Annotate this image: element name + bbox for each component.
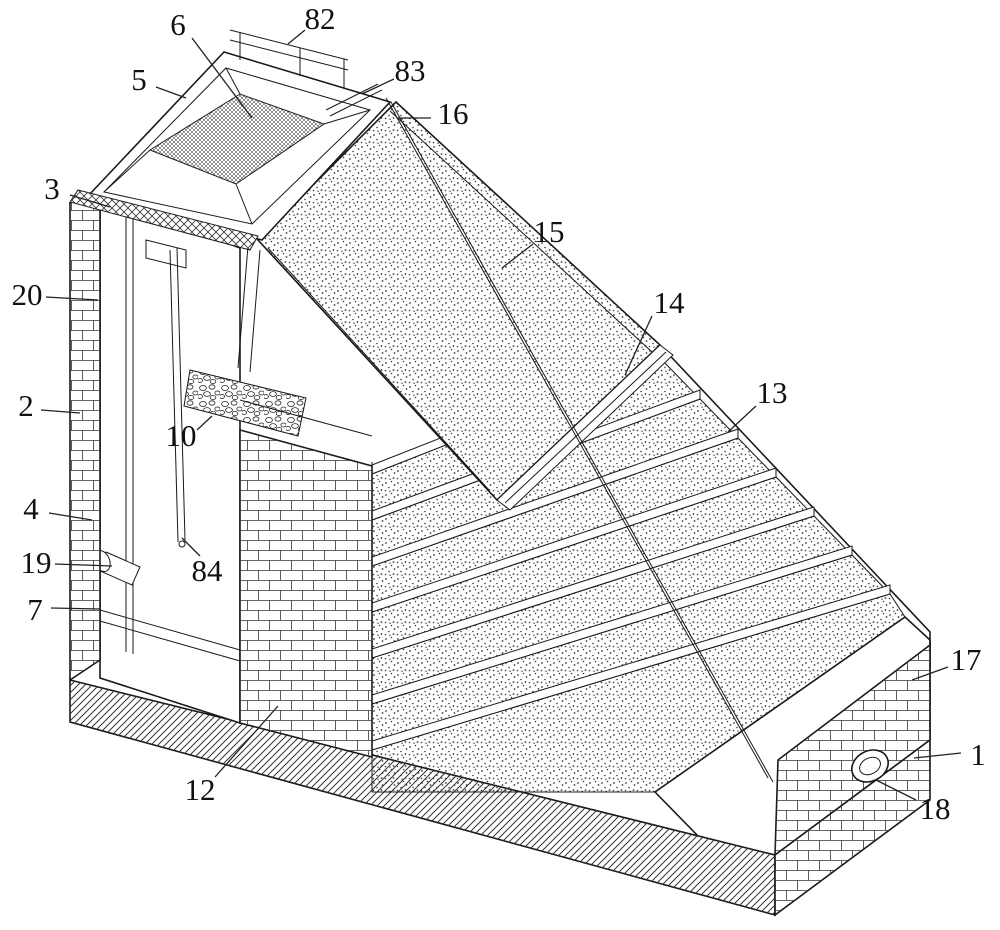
- leader-line-84: [181, 537, 201, 557]
- ref-label-7: 7: [27, 592, 43, 627]
- leader-line-83: [361, 78, 395, 95]
- leader-line-19: [54, 563, 113, 567]
- ref-label-84: 84: [192, 553, 224, 588]
- ref-label-82: 82: [305, 1, 336, 36]
- ref-label-2: 2: [18, 388, 34, 423]
- ref-label-12: 12: [185, 772, 216, 807]
- chamber-floor: [99, 609, 241, 662]
- reference-labels: 6 82 83 16 5 3 15 14 13 20 2 10 4 19 84 7 17 1 12 18: [12, 1, 986, 826]
- leader-line-12: [214, 705, 279, 778]
- wall-coping: [69, 189, 259, 251]
- base-slab: [69, 678, 931, 917]
- leader-line-14: [624, 315, 653, 376]
- ref-label-3: 3: [44, 171, 60, 206]
- left-wall: [69, 188, 101, 682]
- leader-line-1: [913, 752, 962, 759]
- outlet-pipe: [851, 749, 889, 783]
- ref-label-19: 19: [21, 545, 52, 580]
- leader-line-18: [875, 779, 917, 801]
- leader-line-5: [155, 86, 187, 99]
- leader-line-2: [40, 409, 81, 414]
- drain-gutter: [496, 344, 674, 511]
- ref-label-10: 10: [166, 418, 197, 453]
- hopper-handrail: [229, 29, 349, 88]
- guide-rod: [385, 97, 774, 783]
- main-slope: [256, 100, 662, 502]
- leader-line-7: [50, 607, 101, 610]
- ref-label-15: 15: [534, 214, 565, 249]
- inner-chamber: [93, 193, 261, 725]
- leader-line-82: [287, 29, 306, 45]
- ref-label-4: 4: [23, 491, 39, 526]
- ref-label-5: 5: [131, 62, 147, 97]
- baffle-plate: [145, 239, 187, 548]
- back-wall-edge: [659, 344, 931, 645]
- slope-side-lip: [267, 110, 653, 491]
- ref-label-16: 16: [438, 96, 469, 131]
- step-front-line: [239, 399, 373, 437]
- ref-label-83: 83: [395, 53, 426, 88]
- gravel-layer: [183, 369, 307, 437]
- front-brick-wall: [239, 399, 373, 759]
- leader-line-13: [727, 405, 757, 433]
- ref-label-18: 18: [920, 791, 951, 826]
- ref-label-14: 14: [654, 285, 686, 320]
- leader-line-4: [48, 512, 93, 521]
- support-rod: [325, 83, 383, 117]
- leader-line-6: [191, 37, 253, 119]
- leader-line-15: [501, 243, 534, 269]
- leader-line-20: [45, 296, 99, 301]
- ref-label-1: 1: [970, 737, 986, 772]
- feed-hopper: [69, 29, 392, 251]
- hopper-funnel-edges: [103, 67, 371, 225]
- ref-label-17: 17: [951, 642, 982, 677]
- ref-label-6: 6: [170, 7, 186, 42]
- discharge-channel: [237, 245, 261, 373]
- ref-label-13: 13: [757, 375, 788, 410]
- ref-label-20: 20: [12, 277, 43, 312]
- screen-mesh: [148, 93, 326, 185]
- leader-line-10: [196, 415, 213, 431]
- leader-line-3: [69, 194, 111, 208]
- leader-line-17: [911, 666, 949, 681]
